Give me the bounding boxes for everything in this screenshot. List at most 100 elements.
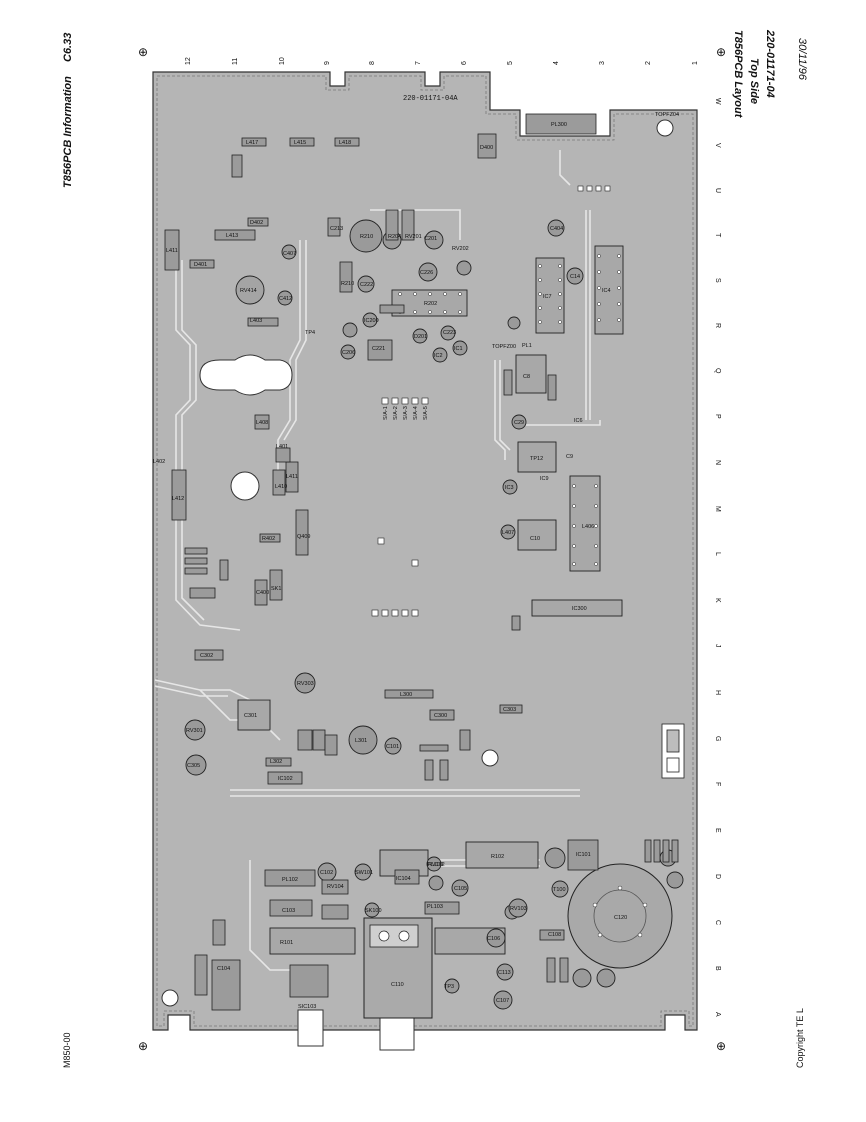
component-label: IC4: [602, 288, 611, 294]
grid-letter: L: [714, 552, 721, 556]
header-pin-label: S/A-2: [393, 406, 399, 420]
grid-letter: J: [714, 644, 721, 648]
component-label: C10: [530, 536, 540, 542]
component-label: C105: [454, 886, 467, 892]
component-label: C113: [498, 970, 511, 976]
component-label: IC9: [540, 476, 549, 482]
component-label: RV414: [240, 288, 257, 294]
grid-letter: A: [714, 1012, 721, 1017]
component-label: L402: [153, 459, 165, 465]
grid-letter: M: [714, 506, 721, 512]
grid-number-row: 12 11 10 9 8 7 6 5 4 3 2 1: [185, 57, 699, 65]
component-label: PL102: [282, 877, 298, 883]
sk100-socket: [363, 917, 433, 1019]
component-label: L418: [339, 140, 351, 146]
component-label: C213: [330, 226, 343, 232]
component-label: C223: [443, 330, 456, 336]
grid-letter: R: [714, 323, 721, 328]
component-label: C300: [434, 713, 447, 719]
component-label: RV301: [186, 728, 203, 734]
grid-letter: D: [714, 874, 721, 879]
component-label: L407: [502, 530, 514, 536]
t100-transformer: [567, 863, 673, 969]
component-label: C412: [279, 296, 292, 302]
component-label: C301: [244, 713, 257, 719]
component-label: C103: [282, 908, 295, 914]
component-label: RV104: [327, 884, 344, 890]
component-label: SIC103: [298, 1004, 316, 1010]
component-label: D201: [414, 334, 427, 340]
component-label: C120: [614, 915, 627, 921]
component-label: L301: [355, 738, 367, 744]
grid-letter: V: [714, 143, 721, 148]
grid-letter: W: [714, 98, 721, 105]
component-label: C206: [342, 350, 355, 356]
component-label: C14: [570, 274, 580, 280]
component-label: TP12: [530, 456, 543, 462]
header-pin-label: S/A-3: [403, 406, 409, 420]
component-label: L412: [172, 496, 184, 502]
grid-letter-column: W V U T S R Q P N M L K J H G F E D C B …: [714, 98, 721, 1017]
component-label: TOPFZ04: [655, 112, 679, 118]
component-label: SW101: [355, 870, 373, 876]
component-label: L413: [226, 233, 238, 239]
grid-letter: G: [714, 736, 721, 741]
registration-mark-top-left: ⊕: [138, 45, 149, 59]
component-label: TP4: [305, 330, 315, 336]
component-label: C404: [550, 226, 563, 232]
oval-cutout: [199, 354, 293, 396]
grid-number: 9: [324, 61, 331, 65]
grid-number: 1: [692, 61, 699, 65]
registration-mark-bottom-left: ⊕: [138, 1039, 149, 1053]
component-label: C305: [187, 763, 200, 769]
ic3-body: [569, 475, 601, 572]
grid-number: 2: [645, 61, 652, 65]
copper-traces: [154, 150, 601, 971]
grid-letter: N: [714, 460, 721, 465]
component-label: L302: [270, 759, 282, 765]
component-label: C303: [503, 707, 516, 713]
component-label: L300: [400, 692, 412, 698]
component-labels: L417 L415 L418 D400 PL300 TOPFZ04 D402 L…: [153, 112, 679, 1010]
component-label: RV202: [452, 246, 469, 252]
component-label: L401: [276, 444, 288, 450]
grid-letter: C: [714, 920, 721, 925]
component-label: C226: [420, 270, 433, 276]
ic2-body: [515, 354, 547, 394]
grid-letter: P: [714, 414, 721, 419]
grid-letter: H: [714, 690, 721, 695]
component-label: PL103: [427, 904, 443, 910]
component-label: C104: [217, 966, 230, 972]
header-pin-labels: S/A-1 S/A-2 S/A-3 S/A-4 S/A-5: [383, 406, 429, 420]
grid-letter: K: [714, 598, 721, 603]
grid-letter: B: [714, 966, 721, 971]
component-label: C29: [514, 420, 524, 426]
ic300-body: [237, 699, 271, 731]
ic9-body: [517, 519, 557, 551]
component-label: C8: [523, 374, 530, 380]
registration-mark-bottom-right: ⊕: [716, 1039, 727, 1053]
component-label: RV201: [405, 234, 422, 240]
component-label: IC7: [543, 294, 552, 300]
component-label: C302: [200, 653, 213, 659]
component-label: R402: [262, 536, 275, 542]
component-label: C108: [548, 932, 561, 938]
component-label: C9: [566, 454, 573, 460]
board-part-number: 220-01171-04A: [403, 95, 458, 103]
grid-letter: F: [714, 782, 721, 786]
component-label: Q409: [297, 534, 310, 540]
component-label: IC300: [572, 606, 587, 612]
grid-letter: Q: [714, 368, 721, 374]
component-label: C221: [372, 346, 385, 352]
component-label: C400: [256, 590, 269, 596]
component-label: C407: [283, 251, 296, 257]
component-label: TOPFZ00: [492, 344, 516, 350]
sk1-body: [531, 599, 623, 617]
component-label: IC3: [505, 485, 514, 491]
component-label: IC2: [434, 353, 443, 359]
grid-number: 8: [369, 61, 376, 65]
grid-number: 3: [599, 61, 606, 65]
component-label: R204: [388, 234, 401, 240]
grid-letter: E: [714, 828, 721, 833]
